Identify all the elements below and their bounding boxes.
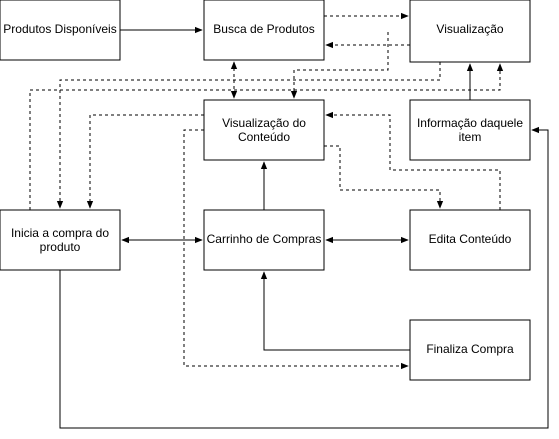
edge-inicia-to-visualizacao <box>29 63 504 210</box>
node-inicia-a-compra[interactable]: Inicia a compra do produto <box>0 209 121 271</box>
node-finaliza-compra-label: Finaliza Compra <box>426 342 514 356</box>
edge-edita-to-visualizacao-conteudo <box>325 111 501 210</box>
node-visualizacao-label: Visualização <box>436 22 503 36</box>
edge-visualizacao-to-visualizacao-conteudo <box>290 32 389 99</box>
node-informacao-daquele-item[interactable]: Informação daquele item <box>409 99 531 161</box>
edge-visualizacao-to-inicia <box>56 62 441 209</box>
node-edita-conteudo[interactable]: Edita Conteúdo <box>409 209 531 271</box>
node-carrinho-de-compras-label: Carrinho de Compras <box>207 232 322 246</box>
node-inicia-a-compra-label-line2: produto <box>40 240 81 254</box>
node-visualizacao-do-conteudo[interactable]: Visualização do Conteúdo <box>203 99 325 161</box>
node-edita-conteudo-label: Edita Conteúdo <box>429 232 512 246</box>
node-visualizacao-do-conteudo-label-line1: Visualização do <box>222 116 306 130</box>
edge-visualizacao-conteudo-to-edita <box>324 145 444 209</box>
node-visualizacao-do-conteudo-label-line2: Conteúdo <box>238 130 290 144</box>
edge-visualizacao-conteudo-to-finaliza <box>183 129 409 370</box>
edge-finaliza-to-carrinho <box>260 271 410 351</box>
node-finaliza-compra[interactable]: Finaliza Compra <box>409 319 531 381</box>
node-visualizacao[interactable]: Visualização <box>409 0 531 63</box>
edge-visualizacao-conteudo-to-inicia <box>86 114 204 209</box>
node-produtos-disponiveis[interactable]: Produtos Disponíveis <box>0 0 121 61</box>
node-informacao-daquele-item-label-line1: Informação daquele <box>417 116 523 130</box>
node-inicia-a-compra-label-line1: Inicia a compra do <box>11 226 109 240</box>
node-carrinho-de-compras[interactable]: Carrinho de Compras <box>203 209 325 271</box>
edge-inicia-to-informacao <box>59 126 549 429</box>
node-informacao-daquele-item-label-line2: item <box>459 130 482 144</box>
node-busca-de-produtos[interactable]: Busca de Produtos <box>203 0 325 61</box>
node-busca-de-produtos-label: Busca de Produtos <box>213 22 314 36</box>
node-produtos-disponiveis-label: Produtos Disponíveis <box>3 22 116 36</box>
